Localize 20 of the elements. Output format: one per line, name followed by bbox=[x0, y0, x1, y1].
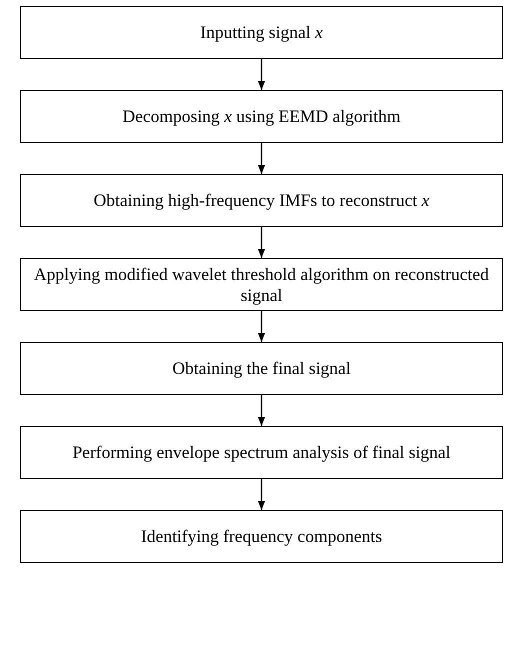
step-text: Obtaining high-frequency IMFs to reconstruct x bbox=[92, 190, 430, 211]
process-box bbox=[20, 510, 503, 563]
process-box bbox=[20, 258, 503, 311]
arrow bbox=[258, 227, 266, 258]
step-text: Inputting signal x bbox=[199, 22, 324, 43]
step-text: Decomposing x using EEMD algorithm bbox=[121, 106, 402, 127]
arrow bbox=[258, 143, 266, 174]
step-text: Obtaining the final signal bbox=[171, 358, 352, 379]
process-box bbox=[20, 174, 503, 227]
process-box bbox=[20, 342, 503, 395]
process-box bbox=[20, 426, 503, 479]
arrow bbox=[258, 395, 266, 426]
process-box bbox=[20, 90, 503, 143]
step-text: Applying modified wavelet threshold algorithm on reconstructed signal bbox=[33, 264, 490, 306]
step-text: Identifying frequency components bbox=[140, 526, 384, 547]
arrow bbox=[258, 479, 266, 510]
arrow bbox=[258, 59, 266, 90]
step-text: Performing envelope spectrum analysis of final signal bbox=[71, 442, 452, 463]
process-box bbox=[20, 6, 503, 59]
arrow bbox=[258, 311, 266, 342]
